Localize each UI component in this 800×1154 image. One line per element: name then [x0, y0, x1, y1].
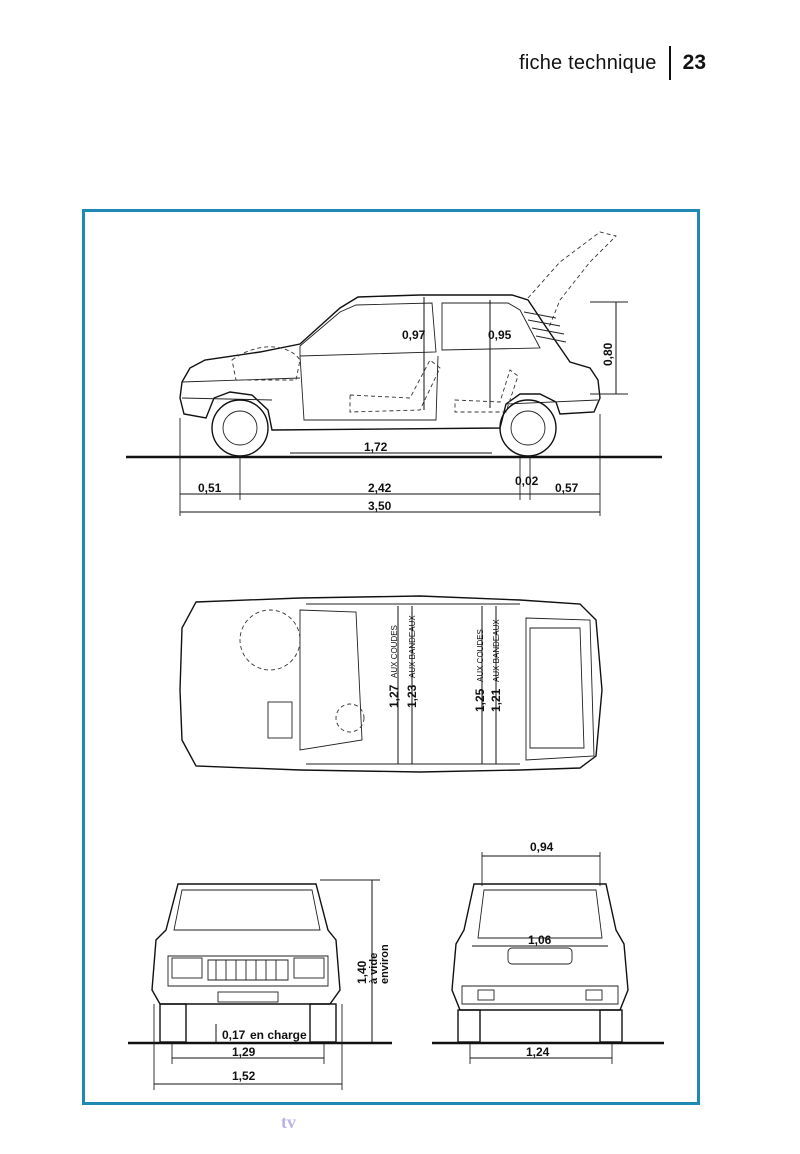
side-front-wheel-rim [222, 410, 258, 446]
side-engine-dashed [231, 346, 301, 381]
label-rear-width-elbows: 1,25 [473, 688, 487, 712]
side-open-tailgate-dashed [527, 231, 617, 331]
side-front-seat-dashed [349, 359, 441, 413]
front-left-tyre [159, 1003, 187, 1043]
rear-right-light [585, 989, 603, 1001]
rear-plate-recess [507, 947, 573, 965]
top-roof-edges [306, 603, 520, 765]
side-rear-wheel-rim [510, 410, 546, 446]
side-rear-vent [523, 311, 567, 343]
rear-bumper [461, 985, 619, 1005]
front-plate [217, 991, 279, 1003]
front-right-tyre [309, 1003, 337, 1043]
diagram-frame [82, 209, 700, 1105]
label-front-height-note-1: à vide [368, 953, 380, 984]
label-front-width-elbows: 1,27 [387, 684, 401, 708]
label-front-width-bands: 1,23 [405, 684, 419, 708]
side-body-outline [179, 294, 601, 431]
side-door [299, 355, 439, 421]
side-rear-window [441, 302, 541, 351]
library-stamp: tv [281, 1112, 296, 1132]
label-front-height: 1,40 [355, 960, 369, 984]
top-battery [267, 701, 293, 739]
front-grille [207, 959, 289, 981]
label-front-track: 1,29 [232, 1045, 256, 1059]
label-interior-length: 1,72 [364, 440, 388, 454]
front-right-headlight [293, 957, 325, 979]
label-front-width-bands-note: AUX BANDEAUX [408, 615, 417, 678]
rear-left-light [477, 989, 495, 1001]
side-front-wheel [211, 399, 269, 457]
label-tailgate-width: 0,94 [530, 840, 554, 854]
label-door-height-front: 0,97 [402, 328, 426, 342]
rear-right-tyre [599, 1009, 623, 1043]
front-windscreen [173, 889, 321, 931]
label-tailgate-height: 0,80 [601, 342, 615, 366]
label-rear-width-bands: 1,21 [489, 688, 503, 712]
label-rear-track: 1,24 [526, 1045, 550, 1059]
label-front-width: 1,52 [232, 1069, 256, 1083]
side-view: 0,97 0,95 0,80 1,72 0,51 2,42 0,02 0,57 … [126, 231, 662, 516]
side-rear-seat-dashed [454, 369, 519, 413]
top-rear-window [525, 617, 595, 761]
label-front-height-note-2: environ [379, 944, 391, 984]
rear-window [477, 889, 603, 939]
top-spare-wheel-dashed [239, 609, 301, 671]
top-body-outline [179, 595, 603, 773]
label-rear-overhang: 0,57 [555, 481, 579, 495]
label-ground-clearance: 0,17 [222, 1028, 246, 1042]
top-tailgate-glass [529, 627, 585, 749]
label-door-height-rear: 0,95 [488, 328, 512, 342]
label-opening-width: 1,06 [528, 933, 552, 947]
header-divider [668, 46, 671, 80]
label-rear-width-bands-note: AUX BANDEAUX [492, 619, 501, 682]
front-grille-area [167, 955, 329, 987]
label-front-overhang: 0,51 [198, 481, 222, 495]
top-windscreen [299, 609, 363, 751]
label-front-width-elbows-note: AUX COUDES [390, 625, 399, 678]
front-left-headlight [171, 957, 203, 979]
top-view: 1,27 AUX COUDES 1,23 AUX BANDEAUX 1,25 A… [179, 595, 603, 773]
side-rear-wheel [499, 399, 557, 457]
top-steering-wheel-dashed [335, 703, 365, 733]
rear-view: 0,94 1,06 1,24 [432, 840, 664, 1064]
page-title: fiche technique [519, 51, 657, 74]
rear-left-tyre [457, 1009, 481, 1043]
label-rear-width-elbows-note: AUX COUDES [476, 629, 485, 682]
page-header: fiche technique 23 [519, 46, 706, 80]
front-view: 1,40 à vide environ 0,17 en charge 1,29 … [128, 879, 392, 1090]
label-offset: 0,02 [515, 474, 539, 488]
page-number: 23 [682, 51, 706, 74]
label-wheelbase: 2,42 [368, 481, 392, 495]
label-ground-clearance-note: en charge [250, 1028, 307, 1042]
label-total-length: 3,50 [368, 499, 392, 513]
